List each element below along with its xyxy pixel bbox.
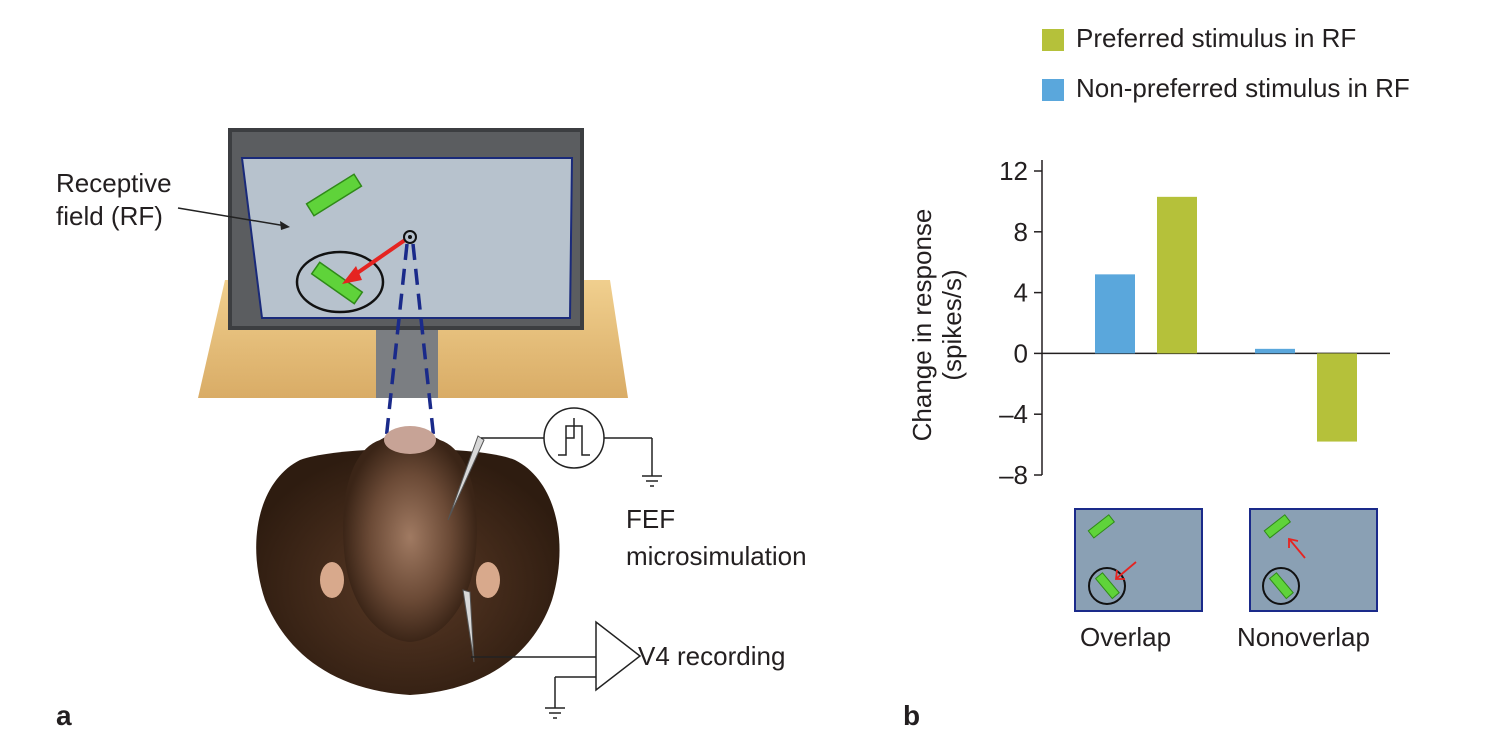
amplifier-icon — [595, 620, 642, 692]
fef-label-line1: FEF — [626, 504, 676, 534]
legend-swatch-preferred — [1042, 29, 1064, 51]
rf-pointer-line — [177, 207, 287, 227]
v4-electrode — [462, 589, 475, 663]
fef-label-line2: microsimulation — [626, 541, 807, 571]
stimulus-top — [305, 173, 363, 217]
y-tick-label: –4 — [999, 399, 1028, 429]
monkey-ear-right — [476, 562, 500, 598]
receptive-field-circle — [295, 250, 385, 314]
pulse-waveform-icon — [558, 418, 590, 456]
y-axis-label: Change in response (spikes/s) — [907, 209, 967, 442]
panel-letter-a: a — [56, 700, 72, 731]
rf-label-line1: Receptive — [56, 168, 172, 198]
stimulus-in-rf — [310, 261, 364, 305]
y-tick-label: 12 — [999, 156, 1028, 186]
fixation-dot — [408, 235, 412, 239]
bar — [1317, 353, 1357, 442]
monitor-stand — [376, 320, 438, 398]
y-tick-label: 8 — [1014, 217, 1028, 247]
saccade-arrow — [348, 238, 407, 280]
monkey-head — [343, 432, 477, 642]
y-axis-label-line2: (spikes/s) — [937, 269, 967, 380]
bar — [1095, 274, 1135, 354]
inset-label-overlap: Overlap — [1080, 622, 1172, 652]
ground-icon-v4 — [545, 707, 565, 719]
legend-label-nonpreferred: Non-preferred stimulus in RF — [1076, 73, 1410, 103]
fixation-point — [403, 230, 417, 244]
legend-swatch-nonpreferred — [1042, 79, 1064, 101]
y-tick-label: 4 — [1014, 278, 1028, 308]
bar — [1255, 348, 1295, 354]
rf-label-line2: field (RF) — [56, 201, 163, 231]
monkey-brow — [384, 426, 436, 454]
inset-label-nonoverlap: Nonoverlap — [1237, 622, 1370, 652]
panel-letter-b: b — [903, 700, 921, 731]
gaze-line-left — [384, 243, 409, 441]
bar — [1157, 196, 1197, 354]
gaze-line-right — [411, 243, 436, 441]
rf-pointer-arrowhead — [280, 221, 290, 230]
v4-recording-label: V4 recording — [638, 641, 786, 671]
y-axis-label-line1: Change in response — [907, 209, 937, 442]
y-tick-label: –8 — [999, 460, 1028, 490]
monkey-ear-left — [320, 562, 344, 598]
legend-label-preferred: Preferred stimulus in RF — [1076, 23, 1357, 53]
saccade-arrowhead — [342, 266, 362, 284]
y-tick-label: 0 — [1014, 338, 1028, 368]
ground-icon-fef — [642, 475, 662, 487]
